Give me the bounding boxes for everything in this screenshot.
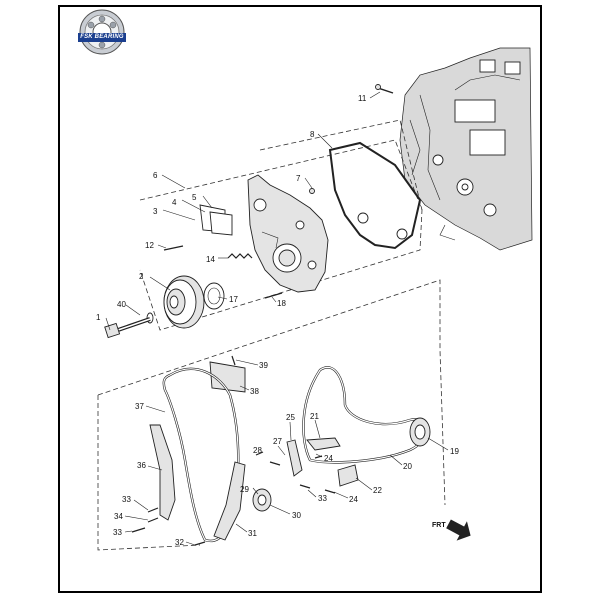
callout-7: 7 <box>296 174 301 183</box>
crank-sprocket-part-30 <box>252 488 272 512</box>
crankshaft-pulley <box>163 275 205 329</box>
callout-4: 4 <box>172 198 177 207</box>
spring-part-14 <box>227 253 253 259</box>
callout-32: 32 <box>175 538 184 547</box>
cover-group-outline <box>139 139 423 331</box>
callout-2: 2 <box>139 272 144 281</box>
chain-group-outline <box>97 279 446 506</box>
callout-39: 39 <box>259 361 268 370</box>
callout-11: 11 <box>358 94 367 103</box>
callout-36: 36 <box>137 461 146 470</box>
seal-ring-part-17 <box>203 282 225 310</box>
tensioner-arm-part-36 <box>149 424 176 521</box>
front-cover <box>247 174 329 293</box>
crank-bolt-part-1 <box>104 317 151 339</box>
guide-part-21 <box>306 437 341 451</box>
callout-24b: 24 <box>349 495 358 504</box>
timing-chain-part-37 <box>162 367 240 543</box>
callout-31: 31 <box>248 529 257 538</box>
callout-30: 30 <box>292 511 301 520</box>
engine-block <box>399 47 533 251</box>
small-bolts <box>131 451 336 546</box>
dowel-part-7 <box>309 188 315 194</box>
callout-20: 20 <box>403 462 412 471</box>
callout-labels: 1 2 3 4 5 6 7 8 11 12 14 17 18 19 20 21 … <box>96 94 459 547</box>
tensioner-part-22 <box>337 464 359 487</box>
bolt-part-11 <box>377 87 394 94</box>
seal-part-4 <box>209 211 233 236</box>
leader-lines <box>105 91 449 546</box>
chain-guide-part-31 <box>213 461 246 541</box>
bolt-part-18 <box>264 292 283 299</box>
callout-5: 5 <box>192 193 197 202</box>
callout-3: 3 <box>153 207 158 216</box>
callout-27: 27 <box>273 437 282 446</box>
callout-17: 17 <box>229 295 238 304</box>
callout-33a: 33 <box>318 494 327 503</box>
callout-12: 12 <box>145 241 154 250</box>
logo-text: FSK BEARING <box>78 33 126 42</box>
callout-8: 8 <box>310 130 315 139</box>
callout-24a: 24 <box>324 454 333 463</box>
callout-38: 38 <box>250 387 259 396</box>
front-direction-arrow-icon <box>446 519 471 541</box>
callout-21: 21 <box>310 412 319 421</box>
callout-1: 1 <box>96 313 101 322</box>
callout-40: 40 <box>117 300 126 309</box>
callout-34: 34 <box>114 512 123 521</box>
callout-37: 37 <box>135 402 144 411</box>
callout-18: 18 <box>277 299 286 308</box>
callout-22: 22 <box>373 486 382 495</box>
sprocket-part-19 <box>409 417 431 447</box>
upper-chain-guide-part-38 <box>209 361 246 393</box>
callout-14: 14 <box>206 255 215 264</box>
callout-33b: 33 <box>122 495 131 504</box>
callout-6: 6 <box>153 171 158 180</box>
front-cover-gasket <box>328 141 422 250</box>
guide-part-25 <box>286 439 303 477</box>
front-label: FRT <box>432 522 446 529</box>
callout-25: 25 <box>286 413 295 422</box>
bolt-part-12 <box>163 245 184 251</box>
callout-33c: 33 <box>113 528 122 537</box>
callout-28: 28 <box>253 446 262 455</box>
callout-19: 19 <box>450 447 459 456</box>
callout-29: 29 <box>240 485 249 494</box>
